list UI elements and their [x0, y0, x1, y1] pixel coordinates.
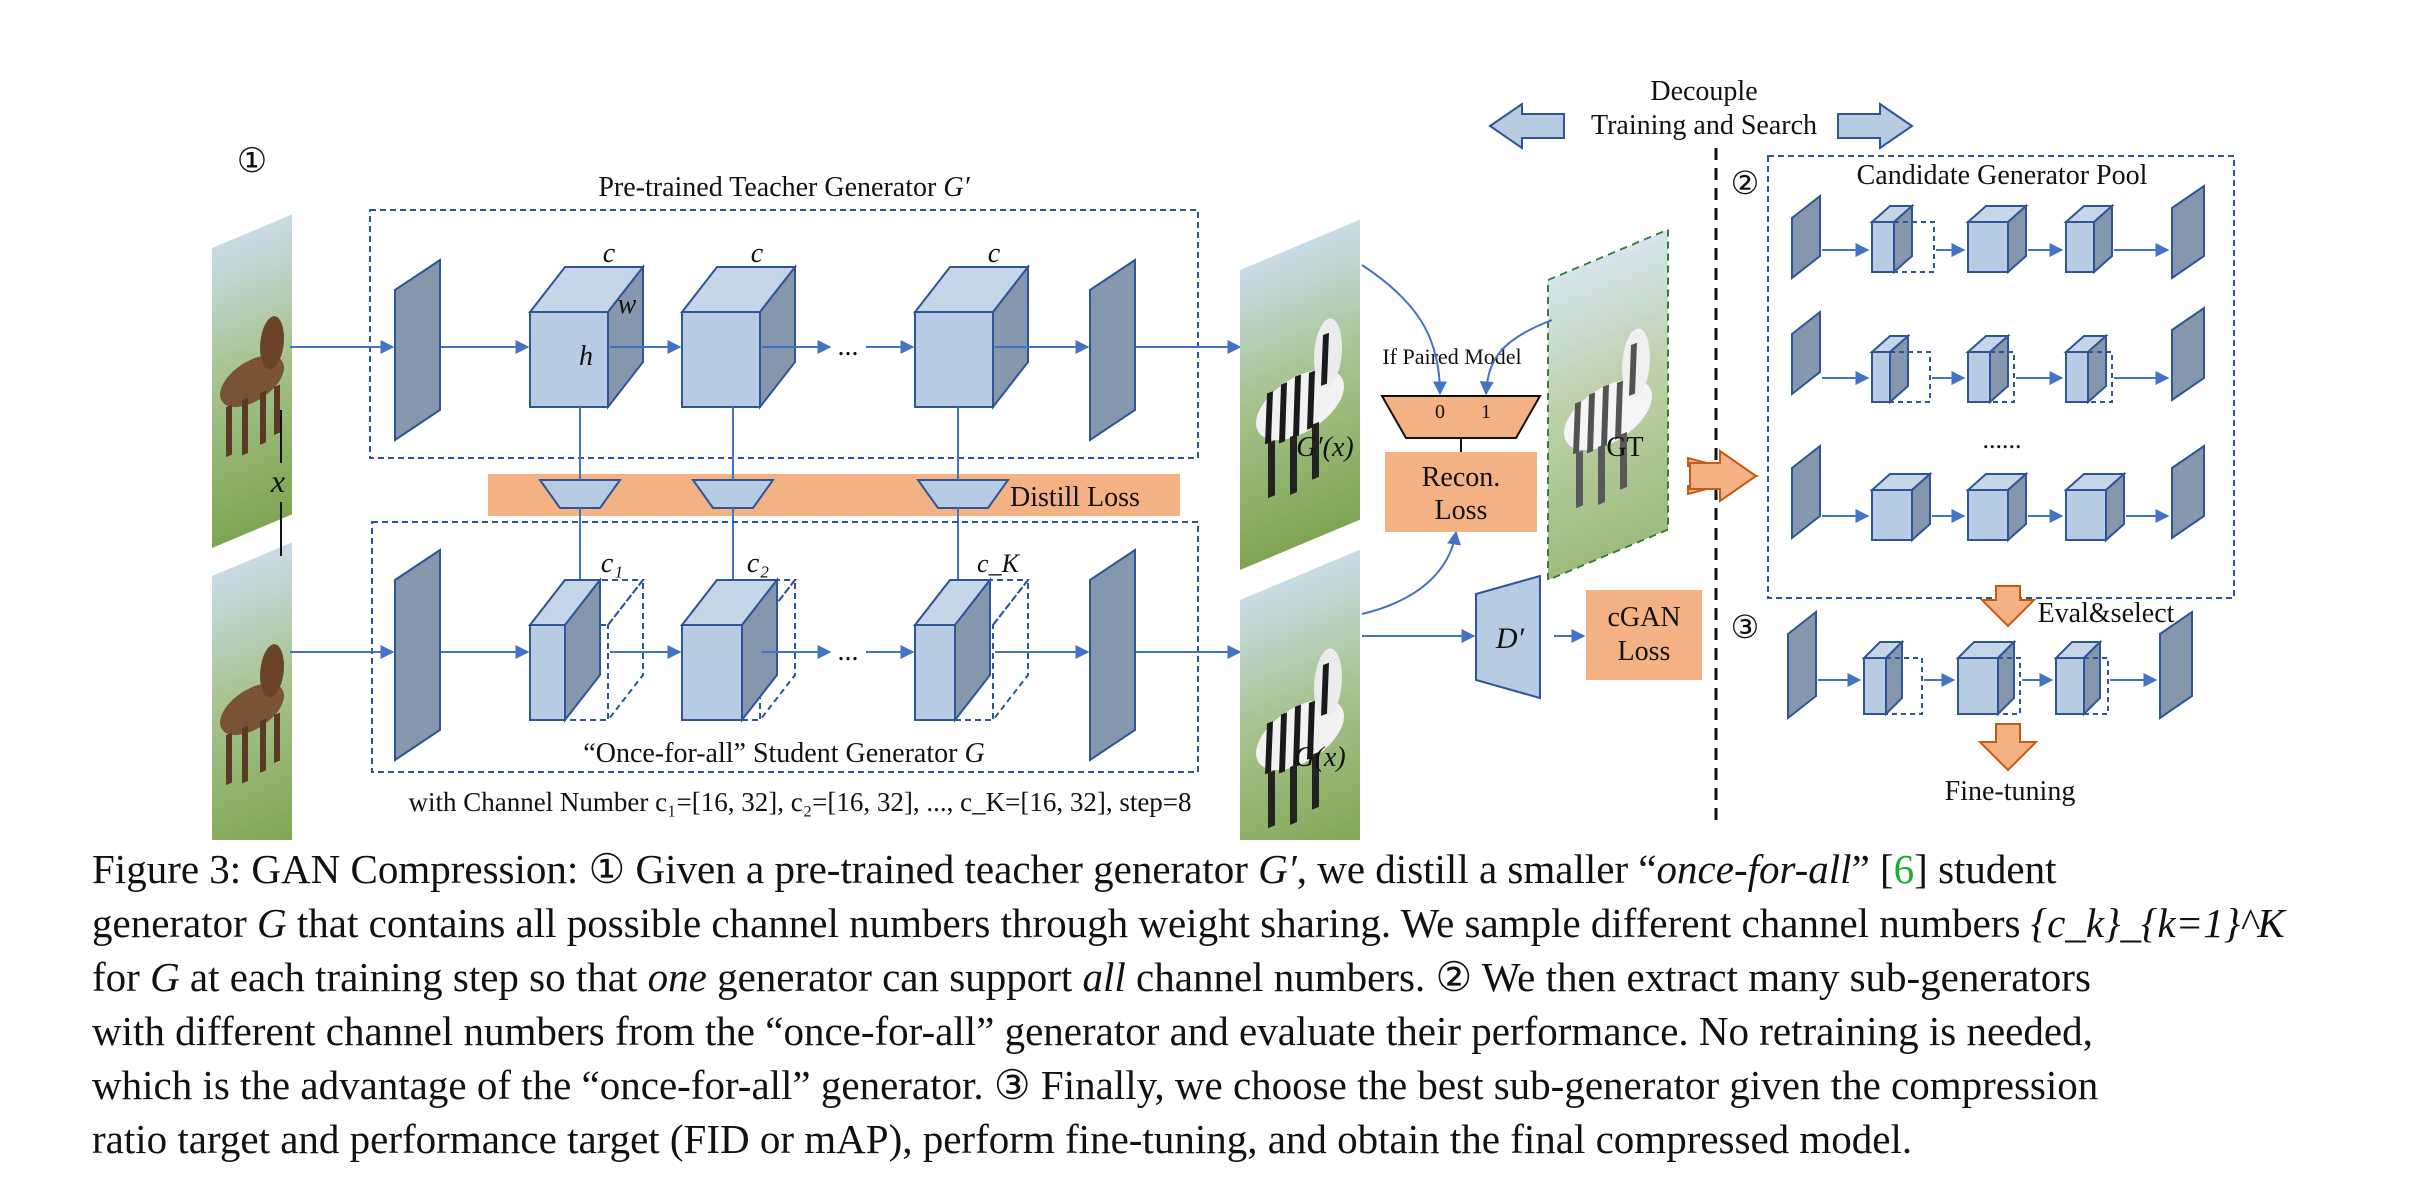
student-channel-note: with Channel Number c₁=[16, 32], c₂=[16,… [408, 787, 1191, 817]
ground-truth-image [1548, 230, 1668, 580]
teacher-box [369, 209, 1199, 459]
fine-tuning-label: Fine-tuning [1945, 776, 2076, 807]
student-cube-k [912, 577, 1031, 723]
discriminator-label: D′ [1495, 622, 1525, 655]
teacher-cube-2-c: c [751, 238, 764, 269]
teacher-title: Pre-trained Teacher Generator G′ [598, 172, 970, 203]
figure-caption: Figure 3: GAN Compression: ① Given a pre… [92, 842, 2360, 1166]
caption-line-3: for G at each training step so that one … [92, 954, 2091, 1000]
distill-loss-label: Distill Loss [1010, 482, 1140, 513]
student-layer-out [1089, 548, 1136, 762]
recon-loss-line2: Loss [1435, 495, 1488, 526]
channel-set: {c_k}_{k=1}^K [2030, 900, 2285, 946]
student-cube-2 [679, 577, 798, 723]
caption-line-2: generator G that contains all possible c… [92, 900, 2285, 946]
pool-entry-arrow-body [1689, 449, 1758, 503]
pool-dots: ...... [1983, 425, 2022, 454]
paired-arrows [1361, 264, 1586, 643]
paired-title: If Paired Model [1382, 344, 1521, 369]
teacher-output-label: G′(x) [1296, 432, 1353, 463]
teacher-cube-2 [679, 264, 798, 410]
teacher-output-image [1240, 220, 1360, 570]
teacher-cube-k [912, 264, 1031, 410]
eval-select-arrow [1979, 585, 2037, 628]
caption-line-5: which is the advantage of the “once-for-… [92, 1062, 2099, 1108]
recon-loss-box [1385, 452, 1537, 532]
marker-3: ③ [1731, 609, 1760, 645]
pool-arrows [1822, 243, 2170, 523]
caption-line-1: Figure 3: GAN Compression: ① Given a pre… [92, 846, 2057, 892]
distill-adapters [538, 479, 1010, 509]
decouple-line1: Decouple [1650, 76, 1757, 107]
eval-select-label: Eval&select [2038, 598, 2175, 629]
cgan-loss-line1: cGAN [1607, 602, 1680, 633]
student-box [371, 521, 1199, 773]
student-output-label: G(x) [1294, 742, 1345, 773]
paired-zero: 0 [1435, 401, 1445, 423]
pool-row-3 [1791, 443, 2205, 543]
caption-line-4: with different channel numbers from the … [92, 1008, 2093, 1054]
paired-mux [1380, 395, 1542, 439]
decouple-right-arrow [1837, 102, 1914, 150]
cgan-loss-box [1586, 590, 1702, 680]
student-cube-1 [527, 577, 646, 723]
decouple-line2: Training and Search [1591, 110, 1817, 141]
student-c1: c₁ [601, 548, 623, 579]
student-c2: c₂ [747, 548, 769, 579]
teacher-layer-in [394, 258, 441, 442]
student-cK: c_K [977, 549, 1021, 578]
student-title: “Once-for-all” Student Generator G [583, 738, 984, 769]
student-output-image [1240, 550, 1360, 840]
gt-label: GT [1606, 432, 1643, 463]
input-image-bottom [212, 542, 292, 840]
citation-link[interactable]: 6 [1893, 846, 1915, 892]
pool-row-1 [1791, 184, 2205, 281]
pool-title: Candidate Generator Pool [1857, 160, 2148, 191]
gan-compression-diagram: ① x Pre-trained Teacher Generator G′ c c… [212, 76, 2235, 840]
decouple-left-arrow [1488, 102, 1565, 150]
marker-2: ② [1731, 165, 1760, 201]
input-label-x: x [270, 463, 285, 499]
cgan-loss-line2: Loss [1618, 636, 1671, 667]
teacher-cube-1 [527, 264, 646, 410]
teacher-cube-k-c: c [988, 238, 1001, 269]
student-ellipsis: ... [838, 636, 859, 667]
teacher-cube-w: w [618, 289, 637, 320]
teacher-ellipsis: ... [838, 331, 859, 362]
teacher-cube-h: h [579, 341, 593, 372]
recon-loss-line1: Recon. [1422, 462, 1501, 493]
student-layer-in [394, 548, 441, 762]
selected-generator [1787, 609, 2193, 721]
caption-line-6: ratio target and performance target (FID… [92, 1116, 1913, 1162]
teacher-cube-1-c: c [603, 238, 616, 269]
teacher-layer-out [1089, 258, 1136, 442]
discriminator [1475, 574, 1541, 700]
pool-row-2 [1791, 306, 2205, 405]
paired-one: 1 [1481, 401, 1491, 423]
marker-1: ① [237, 143, 267, 180]
fine-tuning-arrow [1977, 723, 2039, 772]
